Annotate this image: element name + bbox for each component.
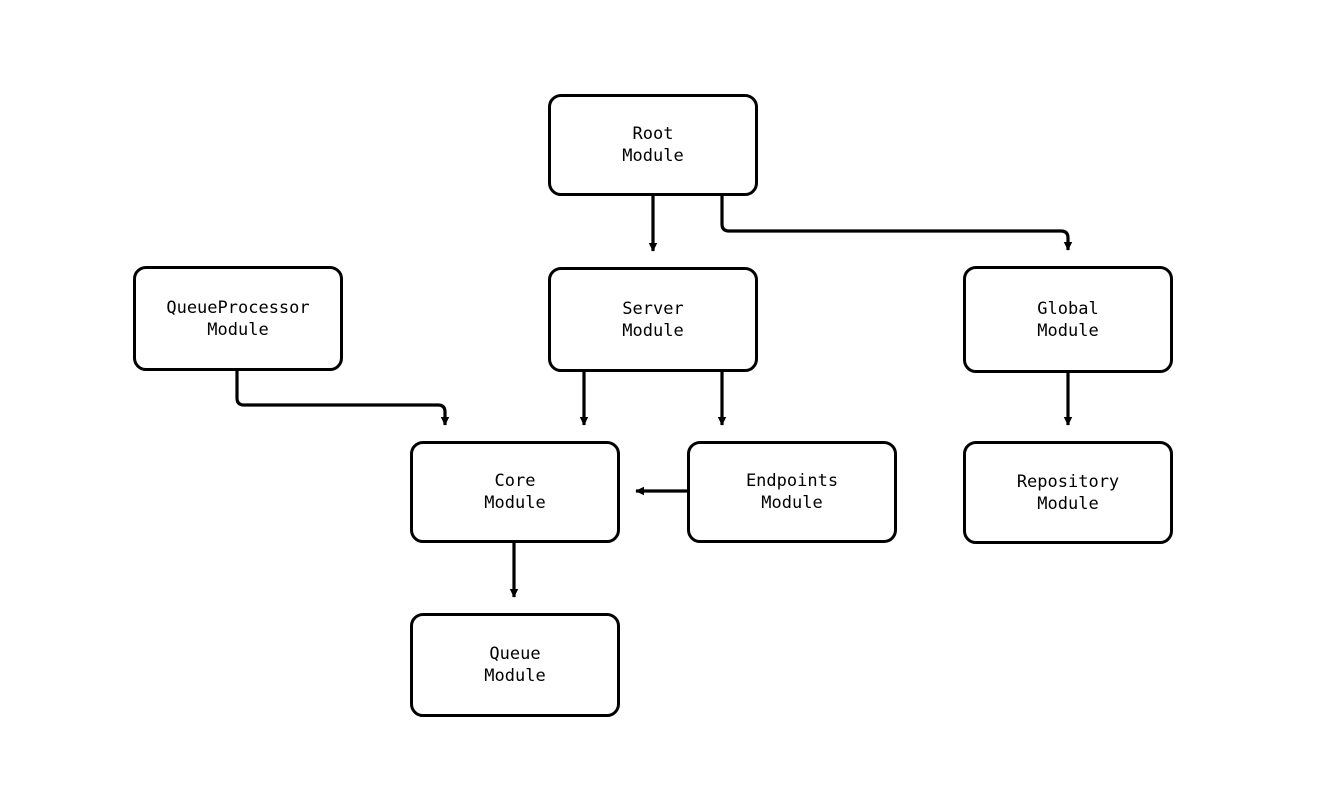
node-core-module[interactable]: Core Module (410, 441, 620, 543)
node-root-module-label-line2: Module (622, 146, 684, 166)
node-server-module-label-line2: Module (622, 320, 684, 341)
node-endpoints-module-label-line1: Endpoints (745, 471, 839, 491)
node-queueprocessor-module-label-line1: QueueProcessor (166, 297, 310, 318)
edge-queueprocessor-to-core (235, 371, 450, 426)
node-root-module[interactable]: Root Module (548, 94, 758, 196)
node-server-module[interactable]: Server Module (548, 267, 758, 372)
edge-root-to-global (720, 196, 1073, 251)
node-repository-module-label-line1: Repository (1016, 471, 1120, 492)
node-endpoints-module-label-line2: Module (761, 493, 823, 513)
node-repository-module-label-line2: Module (1037, 493, 1099, 514)
node-server-module-label-line1: Server (622, 298, 684, 319)
node-core-module-label-line2: Module (484, 493, 546, 513)
node-queue-module-label-line1: Queue (489, 644, 541, 664)
node-queueprocessor-module-label-line2: Module (207, 319, 269, 340)
node-global-module-label-line1: Global (1037, 298, 1099, 319)
node-global-module-label-line2: Module (1037, 320, 1099, 341)
node-global-module[interactable]: Global Module (963, 266, 1173, 373)
node-queueprocessor-module[interactable]: QueueProcessor Module (133, 266, 343, 371)
node-core-module-label-line1: Core (494, 471, 536, 491)
node-queue-module[interactable]: Queue Module (410, 613, 620, 717)
node-queue-module-label-line2: Module (484, 666, 546, 686)
node-root-module-label-line1: Root (632, 124, 674, 144)
node-endpoints-module[interactable]: Endpoints Module (687, 441, 897, 543)
node-repository-module[interactable]: Repository Module (963, 441, 1173, 544)
